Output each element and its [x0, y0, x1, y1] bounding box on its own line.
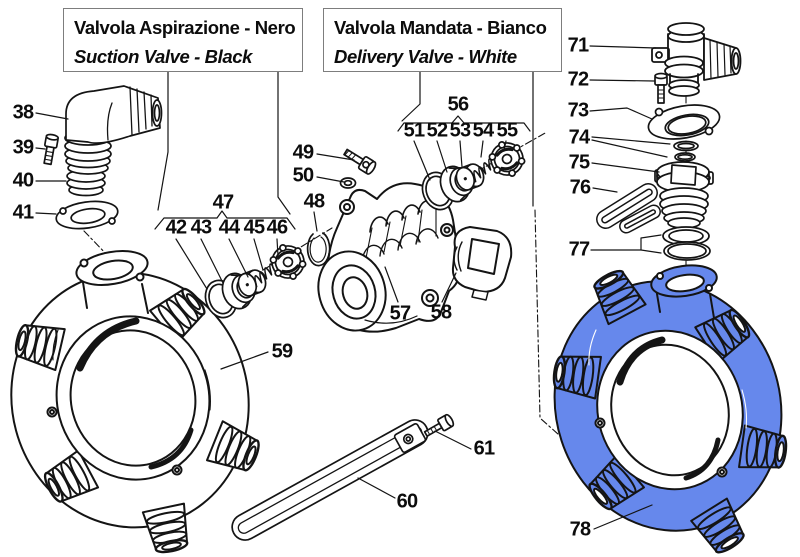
leader-51 — [413, 140, 431, 181]
delivery-valve-train — [416, 135, 530, 215]
leader-60 — [357, 477, 396, 499]
leader-76 — [592, 187, 618, 193]
part-58-clamp-drawing — [451, 226, 513, 301]
part-38-elbow-fitting-drawing — [64, 85, 163, 175]
part-49-bolt-drawing — [343, 148, 377, 175]
bracket-56 — [397, 115, 531, 132]
leader-52 — [436, 140, 448, 173]
leader-77 — [590, 234, 662, 254]
part-61-bolt-drawing — [423, 413, 455, 438]
leader-53 — [459, 140, 463, 168]
leader-49 — [316, 153, 355, 161]
legend-delivery-title-en: Delivery Valve - White — [334, 45, 517, 67]
leader-55 — [503, 140, 507, 151]
part-74-rings-drawing — [673, 140, 699, 162]
legend-delivery-title-it: Valvola Mandata - Bianco — [334, 17, 547, 38]
leader-46 — [276, 238, 279, 257]
legend-box-suction: Valvola Aspirazione - Nero Suction Valve… — [63, 8, 303, 72]
leader-78 — [593, 504, 653, 530]
leader-71 — [589, 45, 657, 49]
leader-44 — [228, 238, 249, 278]
part-50-washer-drawing — [339, 177, 357, 189]
legend-box-delivery: Valvola Mandata - Bianco Delivery Valve … — [323, 8, 562, 72]
leader-48 — [313, 211, 318, 232]
bracket-47 — [154, 210, 296, 230]
leader-43 — [200, 238, 224, 284]
leader-38 — [35, 112, 69, 120]
legend-leader-lines — [157, 71, 534, 215]
leader-lines — [35, 45, 671, 530]
leader-61 — [434, 430, 472, 450]
leader-50 — [316, 176, 345, 183]
suction-valve-train — [199, 238, 311, 323]
part-77-orings-drawing — [662, 226, 711, 261]
leader-58 — [441, 272, 457, 303]
leader-45 — [253, 238, 264, 271]
part-59-suction-casing-drawing — [10, 250, 265, 557]
part-75-adapter-drawing — [654, 161, 714, 229]
part-60-handle-tool-drawing — [231, 419, 429, 541]
leader-72 — [589, 79, 655, 82]
part-48-snap-ring-drawing — [306, 232, 331, 267]
legend-suction-title-it: Valvola Aspirazione - Nero — [74, 17, 296, 38]
leader-41 — [35, 212, 57, 215]
part-57-valve-manifold-drawing — [317, 182, 462, 333]
leader-73 — [589, 107, 653, 120]
leader-42 — [175, 238, 208, 290]
part-72-bolt-drawing — [654, 72, 668, 104]
part-78-delivery-casing-drawing — [550, 264, 790, 557]
leader-54 — [480, 140, 484, 158]
leader-39 — [35, 147, 46, 150]
part-55-cage-drawing — [484, 135, 530, 183]
leader-74 — [591, 136, 671, 158]
leader-75 — [591, 162, 660, 173]
legend-suction-title-en: Suction Valve - Black — [74, 45, 253, 67]
leader-59 — [220, 351, 269, 370]
part-71-tee-fitting-drawing — [651, 22, 742, 97]
part-76-wire-clip-drawing — [596, 183, 661, 234]
leader-57 — [384, 266, 399, 303]
part-39-bolt-drawing — [43, 133, 60, 166]
part-73-flange-drawing — [647, 104, 721, 140]
part-41-gasket-drawing — [55, 200, 119, 230]
